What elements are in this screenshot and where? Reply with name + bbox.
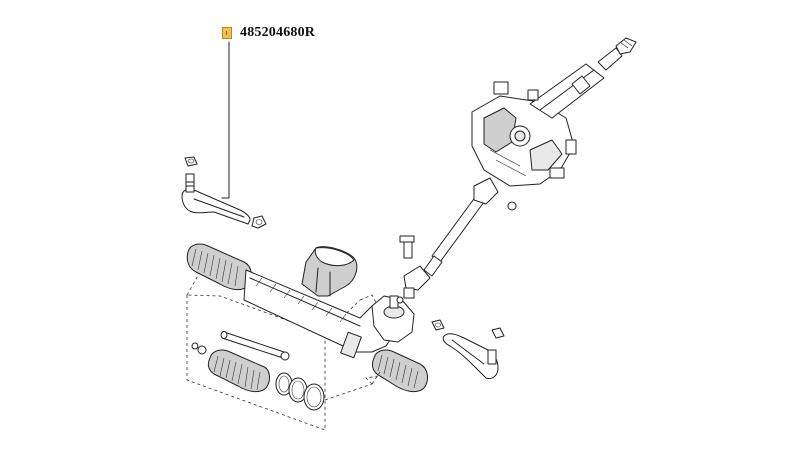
- exploded-leader-right: [371, 371, 381, 385]
- steering-boot-kit: [191, 342, 270, 393]
- tie-rod-end-nut-side: [251, 215, 267, 229]
- steering-column-housing: [471, 95, 577, 187]
- part-number-label[interactable]: 485204680R: [240, 25, 316, 40]
- steering-pinion-housing: [371, 295, 415, 343]
- inner-tie-rod: [220, 331, 290, 361]
- tie-rod-end-nut-top: [184, 156, 198, 167]
- part-callout: 485204680R: [222, 24, 315, 42]
- pinch-bolt: [399, 235, 415, 259]
- intermediate-shaft: [423, 195, 485, 277]
- rack-mount-bushing: [301, 246, 358, 297]
- steering-rack-right-boot: [371, 349, 428, 393]
- tie-rod-end-right-nut-side: [431, 319, 445, 331]
- steering-shaft-splined-end: [597, 37, 637, 71]
- boot-clamp-ring-2: [288, 377, 308, 403]
- callout-leader-line: [221, 41, 230, 199]
- callout-marker-icon[interactable]: [222, 27, 232, 39]
- steering-column-tube: [493, 63, 605, 119]
- steering-rack-left-boot: [186, 243, 252, 291]
- universal-joint-upper: [473, 177, 517, 211]
- universal-joint-lower: [396, 265, 431, 304]
- boot-clamp-ring-3: [303, 383, 325, 411]
- tie-rod-end-right: [442, 333, 499, 379]
- tie-rod-end-right-nut-top: [491, 327, 505, 339]
- tie-rod-end-left[interactable]: [181, 173, 251, 225]
